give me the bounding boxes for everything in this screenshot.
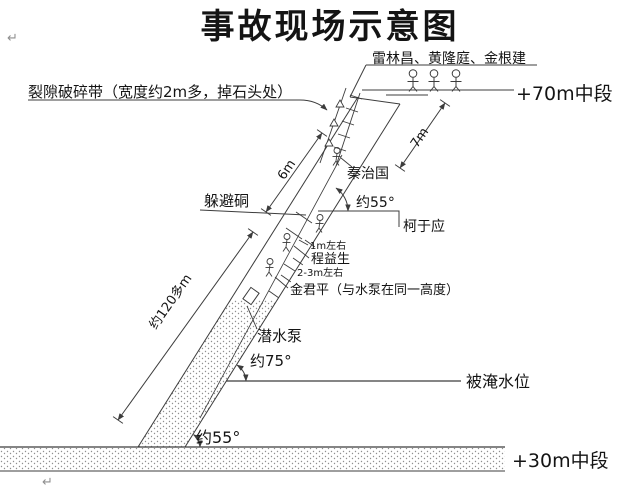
label-angle-mid: 约75° — [250, 352, 292, 370]
label-angle-bottom: 约55° — [196, 428, 240, 447]
dimension-7m — [394, 99, 451, 172]
dimension-6m — [260, 129, 328, 216]
diagram-title: 事故现场示意图 — [201, 8, 460, 46]
bottom-level-lines — [0, 446, 505, 472]
label-level-30m: +30m中段 — [512, 450, 609, 472]
angle-arc-mid — [236, 364, 249, 382]
label-dist-2-3m: 2-3m左右 — [297, 266, 343, 279]
label-person-qin: 秦治国 — [347, 166, 389, 182]
person-icon — [315, 214, 324, 233]
person-icon — [332, 147, 341, 166]
person-icon — [282, 233, 291, 252]
label-water-level: 被淹水位 — [466, 372, 530, 391]
dimension-120m — [112, 228, 259, 424]
label-shelter: 躲避硐 — [204, 192, 249, 210]
person-icon — [428, 69, 440, 92]
label-angle-top: 约55° — [356, 195, 395, 211]
person-icon — [407, 69, 419, 92]
label-fracture-zone: 裂隙破碎带（宽度约2m多，掉石头处） — [28, 83, 292, 101]
qin-leader — [340, 157, 353, 168]
label-leaders — [246, 239, 310, 330]
label-person-ke: 柯于应 — [403, 218, 445, 235]
shelter-leader — [199, 209, 307, 216]
label-dim-6m: 6m — [275, 157, 299, 183]
label-level-70m: +70m中段 — [516, 83, 613, 105]
paragraph-mark-bottom: ↵ — [42, 475, 53, 490]
paragraph-mark-top: ↵ — [7, 31, 18, 46]
bottom-level-fill — [0, 448, 505, 471]
label-person-jin: 金君平（与水泵在同一高度） — [290, 282, 459, 298]
label-person-cheng: 程益生 — [311, 252, 350, 267]
ke-bracket — [318, 210, 400, 227]
label-dim-7m: 7m — [408, 125, 432, 151]
fracture-zone-leader — [28, 99, 328, 111]
spacing-ticks — [268, 239, 316, 299]
pump-icon — [242, 286, 260, 306]
person-icon — [265, 258, 274, 277]
shelter-notch — [285, 211, 313, 240]
label-pump: 潜水泵 — [257, 327, 302, 345]
label-dist-1m: 1m左右 — [310, 239, 346, 252]
angle-arc-top — [335, 187, 351, 212]
person-icon — [450, 69, 462, 92]
angle-arc-bottom — [193, 434, 203, 448]
fracture-zone-band — [319, 87, 363, 167]
label-top-names: 雷林昌、黄隆庭、金根建 — [372, 50, 526, 67]
top-bench-outline — [349, 64, 537, 98]
